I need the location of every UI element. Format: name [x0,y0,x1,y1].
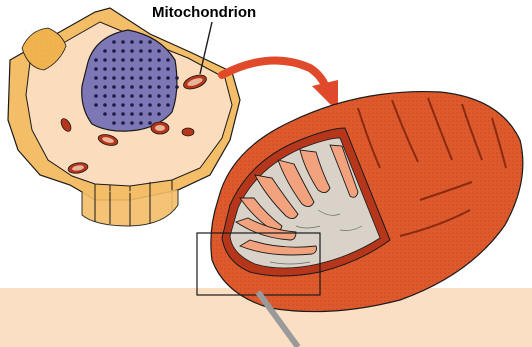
nuclear-pore [148,112,152,116]
nuclear-pore [139,67,143,71]
nuclear-pore [148,67,152,71]
nuclear-pore [157,85,161,89]
nuclear-pore [148,49,152,53]
nuclear-pore [166,85,170,89]
nuclear-pore [175,76,179,80]
nuclear-pore [121,121,125,125]
nuclear-pore [139,85,143,89]
nuclear-pore [103,112,107,116]
nuclear-pore [112,76,116,80]
nuclear-pore [157,49,161,53]
nuclear-pore [121,94,125,98]
nuclear-pore [121,49,125,53]
nuclear-pore [121,58,125,62]
nuclear-pore [148,58,152,62]
nuclear-pore [112,58,116,62]
mitochondrion-label: Mitochondrion [152,4,256,21]
nuclear-pore [103,85,107,89]
nuclear-pore [130,103,134,107]
nuclear-pore [157,67,161,71]
nuclear-pore [166,103,170,107]
nuclear-pore [94,94,98,98]
nuclear-pore [103,67,107,71]
nuclear-pore [148,103,152,107]
nuclear-pore [139,121,143,125]
nuclear-pore [130,85,134,89]
nuclear-pore [130,76,134,80]
nuclear-pore [112,40,116,44]
nuclear-pore [130,121,134,125]
nuclear-pore [121,76,125,80]
cell-cutaway [8,8,240,226]
nuclear-pore [148,85,152,89]
nuclear-pore [112,103,116,107]
nuclear-pore [130,40,134,44]
nuclear-pore [94,85,98,89]
nuclear-pore [148,40,152,44]
nuclear-pore [121,103,125,107]
nuclear-pore [175,85,179,89]
nuclear-pore [121,112,125,116]
nuclear-pore [148,76,152,80]
nuclear-pore [166,94,170,98]
nuclear-pore [103,49,107,53]
nuclear-pore [103,76,107,80]
nuclear-pore [139,103,143,107]
nuclear-pore [94,76,98,80]
nuclear-pore [130,49,134,53]
nuclear-pore [166,76,170,80]
nuclear-pore [94,67,98,71]
nuclear-pore [139,112,143,116]
nuclear-pore [148,94,152,98]
nuclear-pore [121,40,125,44]
nuclear-pore [94,58,98,62]
nuclear-pore [157,58,161,62]
nuclear-pore [139,40,143,44]
nuclear-pore [166,58,170,62]
nuclear-pore [121,85,125,89]
nuclear-pore [112,112,116,116]
nuclear-pore [103,94,107,98]
nuclear-pore [112,85,116,89]
nuclear-pore [103,58,107,62]
nuclear-pore [103,103,107,107]
nuclear-pore [139,49,143,53]
nuclear-pore [112,94,116,98]
nuclear-pore [112,67,116,71]
nuclear-pore [139,58,143,62]
nuclear-pore [130,112,134,116]
nuclear-pore [139,94,143,98]
nuclear-pore [157,76,161,80]
nuclear-pore [148,121,152,125]
nuclear-pore [166,67,170,71]
nuclear-pore [157,94,161,98]
nuclear-pore [121,67,125,71]
mitochondrion-3d [211,92,523,312]
nuclear-pore [157,112,161,116]
nuclear-pore [130,67,134,71]
nuclear-pore [157,103,161,107]
nuclear-pore [130,94,134,98]
nuclear-pore [139,76,143,80]
nuclear-pore [130,58,134,62]
nuclear-pore [112,49,116,53]
nuclear-pore [112,121,116,125]
nuclear-pore [94,103,98,107]
